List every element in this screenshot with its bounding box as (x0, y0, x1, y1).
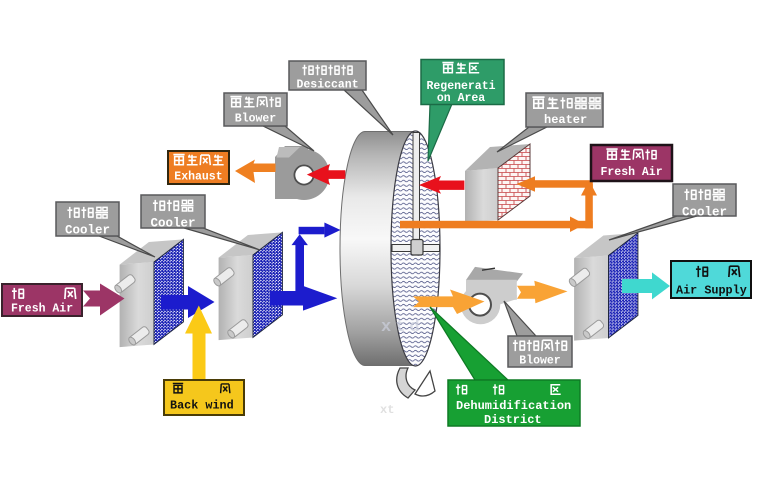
svg-text:Back wind: Back wind (170, 399, 234, 413)
svg-text:Cooler: Cooler (682, 206, 727, 220)
svg-text:Exhaust: Exhaust (174, 171, 222, 184)
svg-text:Blower: Blower (235, 113, 277, 126)
svg-text:Fresh Air: Fresh Air (11, 303, 73, 316)
svg-text:xt: xt (380, 403, 394, 417)
svg-text:Cooler: Cooler (151, 217, 196, 231)
svg-text:Desiccant: Desiccant (297, 79, 359, 92)
svg-text:on Area: on Area (437, 92, 485, 105)
svg-text:xtd: xtd (381, 318, 424, 337)
svg-text:Dehumidification: Dehumidification (456, 399, 571, 413)
svg-text:Fresh Air: Fresh Air (601, 166, 663, 179)
svg-text:Regenerati: Regenerati (427, 80, 496, 93)
svg-text:Cooler: Cooler (65, 224, 110, 238)
svg-text:Blower: Blower (519, 355, 561, 368)
svg-text:District: District (484, 413, 542, 427)
svg-text:Air Supply: Air Supply (676, 284, 747, 298)
svg-text:heater: heater (544, 113, 587, 127)
